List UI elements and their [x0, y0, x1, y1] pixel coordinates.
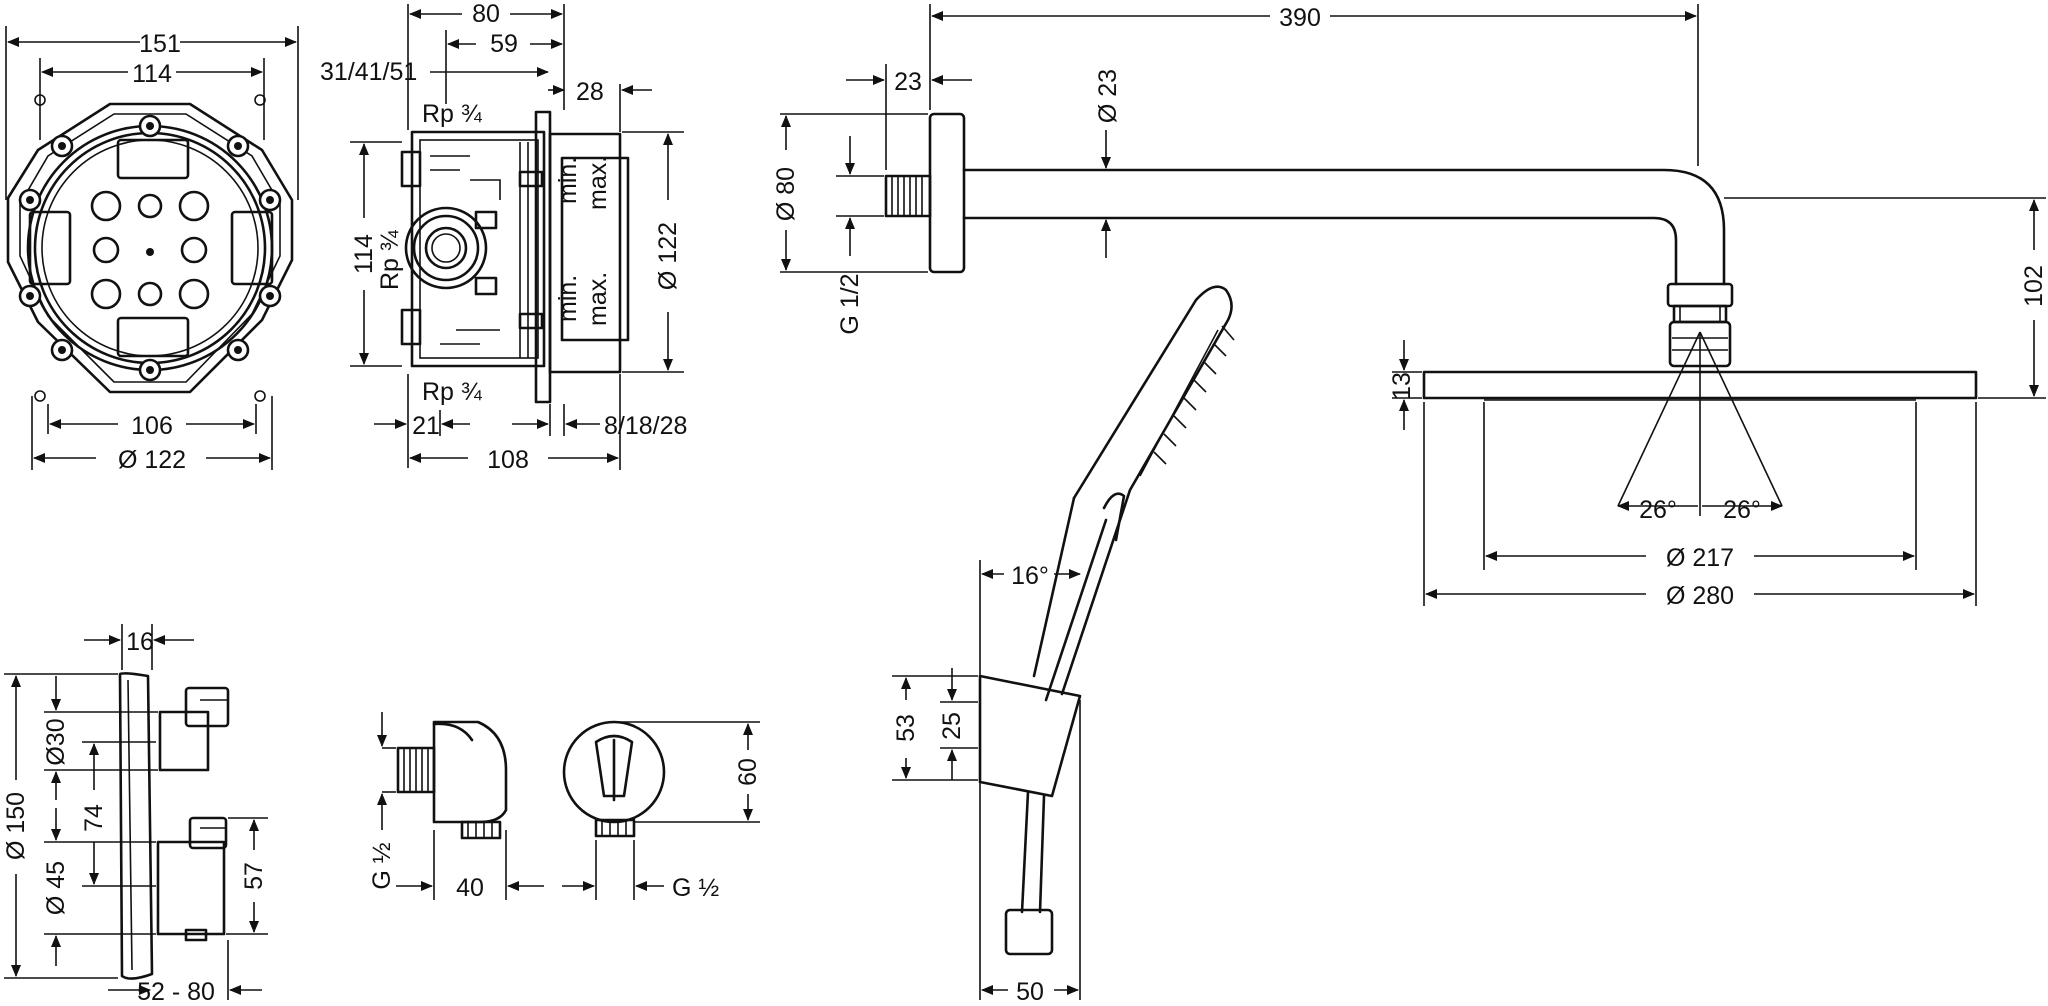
- dim-projection: 52 - 80: [137, 978, 215, 1006]
- dim-spray-diameter: Ø 217: [1666, 544, 1734, 572]
- dim-head-thickness: 13: [1388, 372, 1416, 400]
- dim-knob-upper: Ø30: [42, 718, 70, 765]
- dim-knob-lower: Ø 45: [42, 861, 70, 915]
- dim-drop-height: 102: [2020, 265, 2048, 307]
- dim-depth-inner: 59: [490, 30, 518, 58]
- svg-text:min.: min.: [554, 275, 582, 322]
- dim-trim-diameter: Ø 150: [2, 792, 30, 860]
- dim-spray-angle-left: 26°: [1639, 496, 1677, 524]
- svg-text:min.: min.: [554, 157, 582, 204]
- mounting-box-side-view: min. max. min. max. 80 59 31/41/51 28 Rp…: [320, 0, 687, 474]
- dim-flange-depth: 23: [894, 68, 922, 96]
- hand-shower-view: 16° 53 25 50: [892, 285, 1235, 1006]
- dim-holes: 106: [131, 412, 173, 440]
- dim-thread-right: G ½: [672, 874, 719, 902]
- dim-depth: 40: [456, 874, 484, 902]
- dim-spray-angle-right: 26°: [1723, 496, 1761, 524]
- shower-arm-view: 390 23 Ø 23 Ø 80 G 1/2 102 13 26° 26°: [772, 4, 2048, 610]
- dim-diameter: Ø 122: [118, 446, 186, 474]
- dim-outlet-diameter: 60: [734, 758, 762, 786]
- dim-tilt-angle: 16°: [1011, 562, 1049, 590]
- mounting-box-front-view: 151 114 106 Ø 122: [5, 26, 299, 474]
- dim-offset-left: 21: [412, 412, 440, 440]
- thread-top-label: Rp ¾: [422, 100, 483, 128]
- dim-height: 114: [350, 234, 378, 274]
- dim-offset: 28: [576, 78, 604, 106]
- wall-outlet-view: G ½ 40 60 G ½: [368, 712, 762, 902]
- dim-diameter-side: Ø 122: [654, 222, 682, 290]
- dim-spacing: 74: [80, 804, 108, 832]
- dim-width-inner: 114: [132, 60, 172, 88]
- dim-plate-thickness: 16: [126, 628, 154, 656]
- svg-text:max.: max.: [584, 272, 612, 326]
- thread-middle-label: Rp ¾: [376, 229, 404, 290]
- dim-thread-left: G ½: [368, 842, 396, 889]
- dim-arm-length: 390: [1279, 4, 1321, 32]
- dim-head-diameter: Ø 280: [1666, 582, 1734, 610]
- dim-depth-bottom: 108: [487, 446, 529, 474]
- svg-text:max.: max.: [584, 156, 612, 210]
- dim-tile-depth: 8/18/28: [604, 412, 687, 440]
- dim-thread: G 1/2: [836, 273, 864, 334]
- dim-holder-inner: 25: [938, 712, 966, 740]
- dim-variants: 31/41/51: [320, 58, 417, 86]
- dim-depth-total: 80: [472, 0, 500, 28]
- dim-width-outer: 151: [139, 30, 181, 58]
- dim-knob-height: 57: [240, 862, 268, 890]
- thread-bottom-label: Rp ¾: [422, 378, 483, 406]
- dim-flange-diameter: Ø 80: [772, 167, 800, 221]
- dim-tube-diameter: Ø 23: [1094, 69, 1122, 123]
- dim-holder-width: 50: [1016, 978, 1044, 1006]
- thermostat-trim-view: 16 Ø 150 Ø30 74 Ø 45 57 52 - 80: [2, 624, 268, 1006]
- dim-holder-height: 53: [892, 714, 920, 742]
